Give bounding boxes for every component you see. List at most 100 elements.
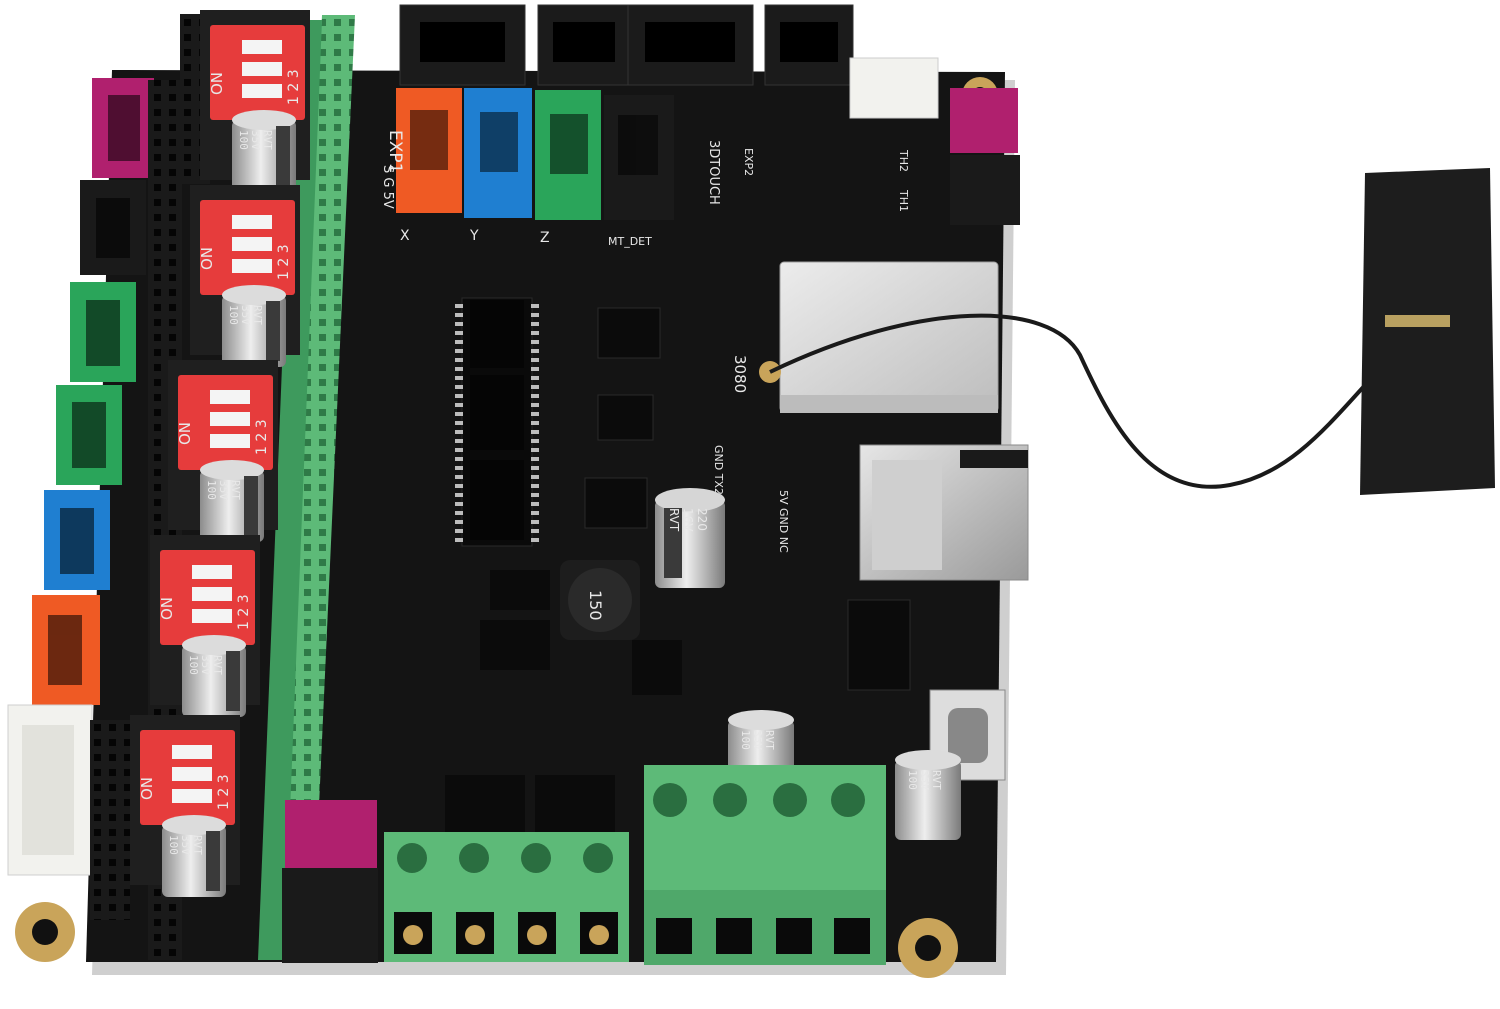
capacitor-top — [232, 110, 296, 130]
bottom-left-header — [90, 720, 130, 920]
ic-pin — [455, 403, 463, 407]
ic-pin — [455, 466, 463, 470]
ic-pin — [531, 529, 539, 533]
capacitor-label: 100 — [237, 130, 250, 150]
dip-switch-lever[interactable] — [242, 40, 282, 54]
dip-switch-lever[interactable] — [210, 412, 250, 426]
ic-pin — [455, 457, 463, 461]
ic-pin — [531, 358, 539, 362]
dip-switch-lever[interactable] — [232, 237, 272, 251]
dip-switch-lever[interactable] — [172, 745, 212, 759]
dip-on-label: ON — [198, 247, 216, 270]
left-motor-connectors — [7, 78, 154, 876]
capacitor-label: RVT — [763, 730, 776, 750]
th2-label: TH2 — [897, 149, 910, 172]
dip-switch-lever[interactable] — [192, 565, 232, 579]
capacitor-label: 100 — [205, 480, 218, 500]
ic-pin — [531, 394, 539, 398]
dip-switch-lever[interactable] — [172, 789, 212, 803]
ic-pin — [531, 304, 539, 308]
capacitor-label: 100 — [739, 730, 752, 750]
dip-number-label: 1 2 3 — [286, 69, 302, 105]
ic-pin — [455, 322, 463, 326]
ic-pin — [531, 484, 539, 488]
sd-card-slot-icon — [859, 444, 1029, 581]
dip-on-label: ON — [176, 422, 194, 445]
inductor: 150 — [560, 560, 640, 640]
dip-switch-lever[interactable] — [232, 259, 272, 273]
dip-switch-lever[interactable] — [192, 609, 232, 623]
wifi-module-label: 3080 — [731, 355, 749, 393]
capacitor-label: RVT — [251, 305, 264, 325]
capacitor-label: 35V — [179, 835, 192, 855]
cap-220-line3: RVT — [667, 508, 681, 532]
dip-number-label: 1 2 3 — [216, 774, 232, 810]
dip-on-label: ON — [208, 72, 226, 95]
capacitor-label: 35V — [751, 730, 764, 750]
dip-switch-lever[interactable] — [232, 215, 272, 229]
ic-pin — [455, 367, 463, 371]
ic-pin — [531, 349, 539, 353]
y-label: Y — [469, 228, 479, 244]
dip-switch-lever[interactable] — [210, 434, 250, 448]
capacitor-label: RVT — [930, 770, 943, 790]
ic-pin — [455, 412, 463, 416]
ic-pin — [455, 502, 463, 506]
ic-pin — [455, 394, 463, 398]
ic-pin — [455, 475, 463, 479]
ic-pin — [455, 520, 463, 524]
ic-pin — [455, 430, 463, 434]
dip-number-label: 1 2 3 — [276, 244, 292, 280]
ic-pin — [531, 367, 539, 371]
ic-pin — [531, 385, 539, 389]
ic-pin — [531, 421, 539, 425]
sensor-pin-label: S G 5V — [380, 165, 395, 209]
capacitor-label: RVT — [211, 655, 224, 675]
dip-switch-lever[interactable] — [192, 587, 232, 601]
dip-on-label: ON — [138, 777, 156, 800]
dip-switch-lever[interactable] — [242, 84, 282, 98]
ic-pin — [531, 538, 539, 542]
capacitor-large: 220 16V RVT — [655, 488, 725, 588]
capacitor-top — [222, 285, 286, 305]
ic-pin — [531, 439, 539, 443]
exp2-label: EXP2 — [742, 148, 755, 176]
capacitor-label: RVT — [191, 835, 204, 855]
capacitor-top — [728, 710, 794, 730]
ic-pin — [531, 520, 539, 524]
wifi-module — [759, 261, 999, 413]
capacitor-stripe — [244, 476, 258, 536]
exp1-label: EXP1 — [385, 130, 405, 173]
capacitor-stripe — [266, 301, 280, 361]
ic-pin — [531, 313, 539, 317]
dip-number-label: 1 2 3 — [236, 594, 252, 630]
driver-terminal-strip-edge — [258, 20, 322, 960]
wifi-antenna-icon — [769, 168, 1495, 495]
ic-pin — [455, 385, 463, 389]
ic-pin — [531, 322, 539, 326]
capacitor-label: RVT — [229, 480, 242, 500]
ic-pin — [455, 439, 463, 443]
ic-pin — [531, 448, 539, 452]
dip-switch-lever[interactable] — [242, 62, 282, 76]
ic-pin — [455, 349, 463, 353]
ic-pin — [455, 376, 463, 380]
top-idc-connectors — [399, 4, 939, 119]
dip-switch-lever[interactable] — [172, 767, 212, 781]
ic-pin — [531, 403, 539, 407]
cap-220-line2: 16V — [681, 508, 695, 532]
endstop-connectors — [396, 88, 1020, 225]
capacitor-label: 35V — [217, 480, 230, 500]
ic-pin — [455, 484, 463, 488]
x-label: X — [400, 228, 410, 244]
dip-switch-lever[interactable] — [210, 390, 250, 404]
power-pin-label: 5V GND NC — [777, 490, 790, 553]
fan-connector-black — [282, 868, 378, 963]
ic-pin — [455, 538, 463, 542]
ic-pin — [531, 331, 539, 335]
ic-pin — [531, 475, 539, 479]
